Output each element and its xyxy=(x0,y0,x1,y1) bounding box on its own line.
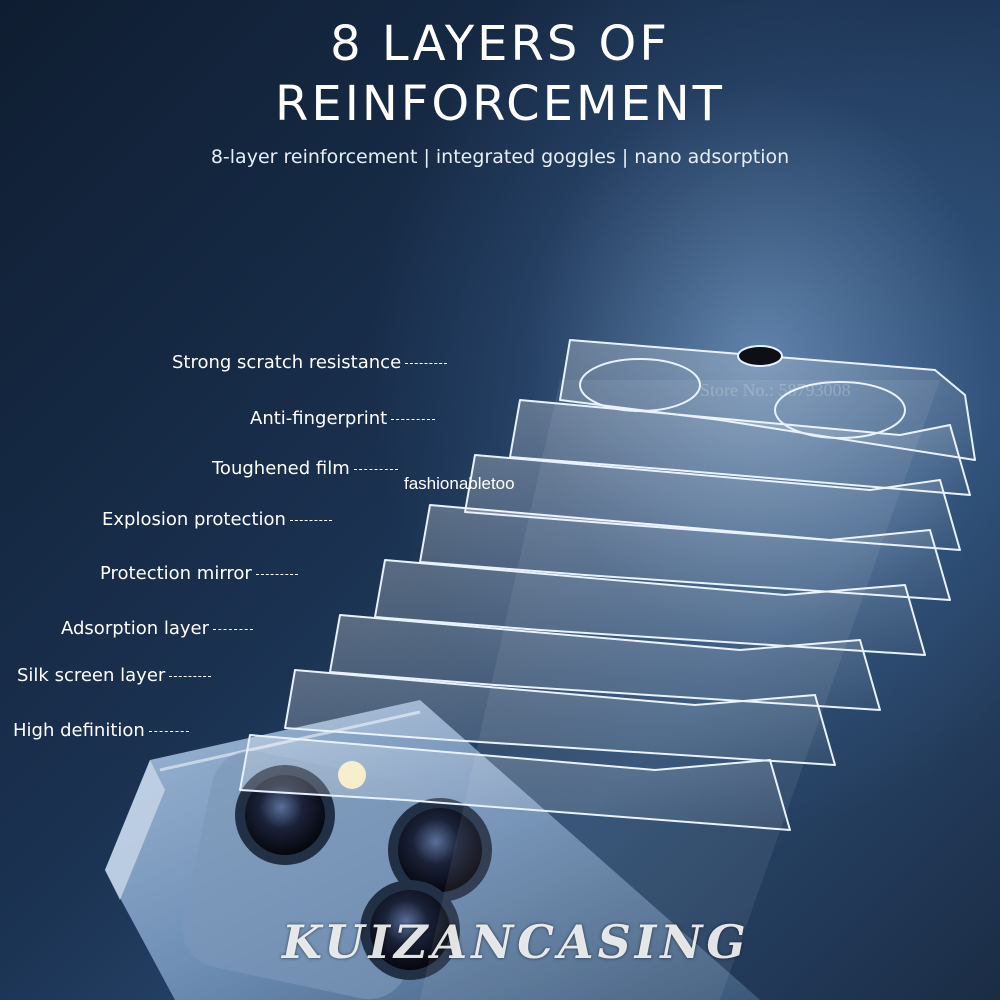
page-subtitle: 8-layer reinforcement | integrated goggl… xyxy=(210,146,790,168)
glass-layer xyxy=(239,734,791,831)
layer-label-text: Explosion protection xyxy=(102,509,286,530)
layer-label-1: Strong scratch resistance xyxy=(172,352,448,373)
store-watermark: Store No.: 58793008 xyxy=(700,380,851,400)
page-title-line1: 8 LAYERS OF xyxy=(330,16,670,72)
glass-layer xyxy=(464,454,961,551)
layer-label-text: Adsorption layer xyxy=(61,618,209,639)
page-title-line2: REINFORCEMENT xyxy=(275,76,725,132)
glass-layer xyxy=(559,339,976,461)
layer-label-3: Toughened film xyxy=(212,458,398,479)
layer-label-6: Adsorption layer xyxy=(61,618,253,639)
layer-label-4: Explosion protection xyxy=(102,509,332,530)
leader-line xyxy=(148,730,189,732)
layer-label-text: Silk screen layer xyxy=(17,665,166,686)
leader-line xyxy=(169,675,212,677)
seller-watermark: fashionabletoo xyxy=(404,474,515,493)
layer-label-2: Anti-fingerprint xyxy=(250,408,436,429)
glass-layer xyxy=(284,669,836,766)
brand-watermark: KUIZANCASING xyxy=(282,915,750,969)
leader-line xyxy=(391,418,436,420)
layer-label-text: Toughened film xyxy=(212,458,350,479)
layer-label-7: Silk screen layer xyxy=(17,665,212,686)
leader-line xyxy=(255,573,298,575)
leader-line xyxy=(213,628,253,630)
glass-layer xyxy=(374,559,926,656)
layer-label-text: Strong scratch resistance xyxy=(172,352,402,373)
leader-line xyxy=(405,362,448,364)
glass-layer xyxy=(329,614,881,711)
leader-line xyxy=(353,468,398,470)
layer-label-text: High definition xyxy=(13,720,145,741)
layer-label-text: Protection mirror xyxy=(100,563,252,584)
glass-layers xyxy=(239,339,976,1000)
layer-label-5: Protection mirror xyxy=(100,563,298,584)
layer-label-text: Anti-fingerprint xyxy=(250,408,388,429)
leader-line xyxy=(289,519,332,521)
layer-label-8: High definition xyxy=(13,720,189,741)
